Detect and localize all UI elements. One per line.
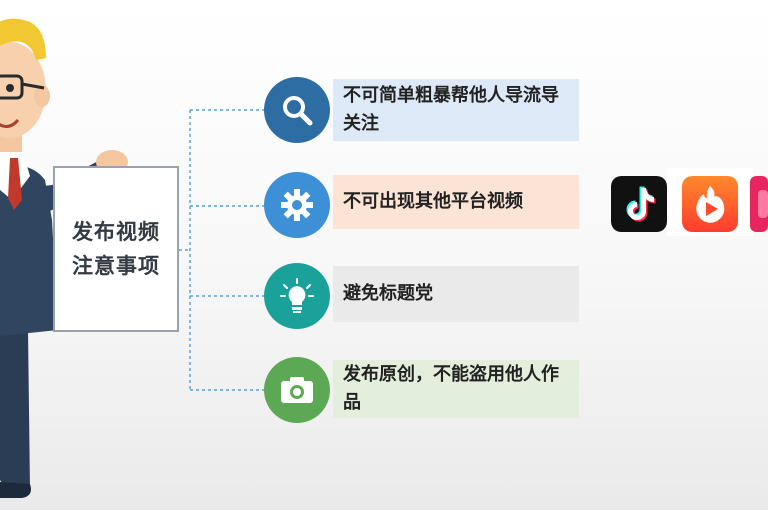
item-3-circle — [264, 263, 330, 329]
item-2-text: 不可出现其他平台视频 — [343, 191, 523, 212]
title-board: 发布视频 注意事项 — [53, 166, 179, 332]
item-2-circle — [264, 172, 330, 238]
board-title-line-2: 注意事项 — [72, 254, 160, 278]
item-4-text: 发布原创，不能盗用他人作品 — [343, 364, 559, 413]
item-3-text-box: 避免标题党 — [333, 266, 579, 322]
board-title: 发布视频 注意事项 — [66, 215, 166, 283]
kuaishou-app — [682, 176, 738, 232]
item-4-text-box: 发布原创，不能盗用他人作品 — [333, 360, 579, 418]
item-3-text: 避免标题党 — [343, 283, 433, 304]
kuaishou-icon — [682, 176, 738, 232]
item-1-text: 不可简单粗暴帮他人导流导关注 — [343, 85, 559, 134]
partial-app — [750, 176, 768, 232]
tiktok-icon — [611, 176, 667, 232]
item-1-circle — [264, 77, 330, 143]
item-2-text-box: 不可出现其他平台视频 — [333, 175, 579, 229]
app-icon-partial — [750, 176, 768, 232]
search-icon — [283, 96, 313, 126]
tiktok-app — [611, 176, 667, 232]
board-title-line-1: 发布视频 — [72, 220, 160, 244]
camera-icon — [281, 377, 313, 403]
lightbulb-icon — [280, 278, 314, 313]
item-1-text-box: 不可简单粗暴帮他人导流导关注 — [333, 79, 579, 141]
item-4-circle — [264, 357, 330, 423]
gear-icon — [281, 189, 313, 221]
